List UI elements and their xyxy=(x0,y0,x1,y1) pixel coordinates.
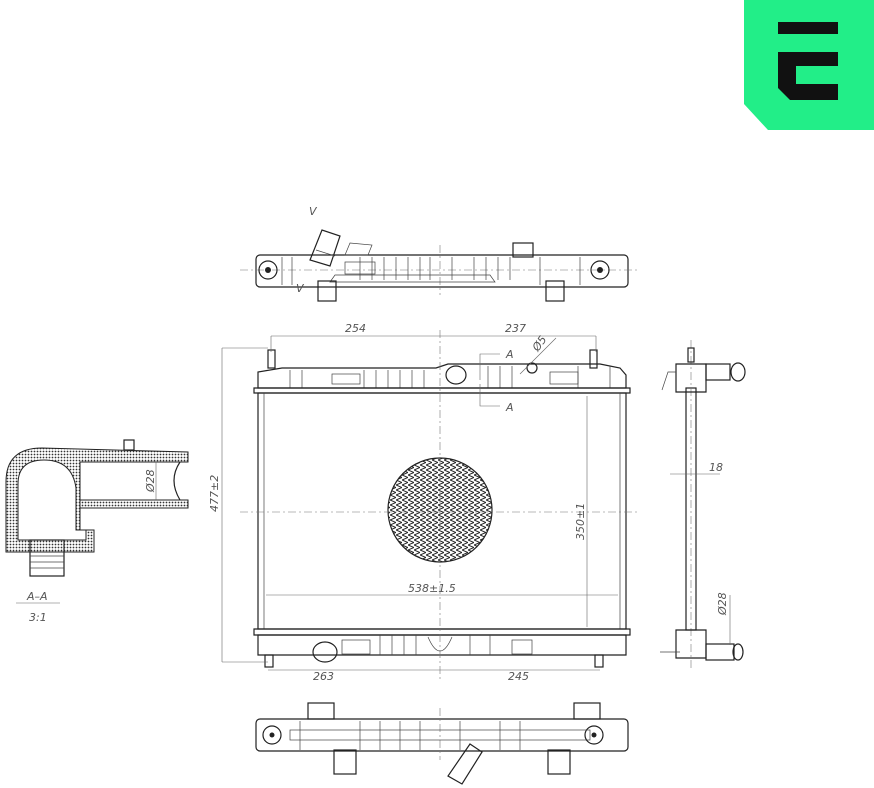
section-scale: 3:1 xyxy=(29,611,47,624)
dim-section-pipe-diameter: Ø28 xyxy=(144,469,157,493)
front-view: 254 237 Ø5 A A 477±2 350±1 538±1.5 263 2… xyxy=(208,322,640,683)
view-marker-top: V xyxy=(309,205,318,218)
section-marker-bottom: A xyxy=(505,401,514,414)
view-marker-bottom: V xyxy=(296,282,305,295)
bottom-view xyxy=(255,702,629,785)
section-marker-top: A xyxy=(505,348,514,361)
side-view: 18 Ø28 xyxy=(660,340,746,670)
dim-top-right-span: 237 xyxy=(505,322,526,335)
dim-cap-diameter: Ø5 xyxy=(529,333,549,354)
dim-bottom-right-span: 245 xyxy=(508,670,529,683)
dim-core-thickness: 18 xyxy=(709,461,723,474)
dim-top-left-span: 254 xyxy=(345,322,366,335)
top-view: V V xyxy=(240,205,640,302)
dim-overall-height: 477±2 xyxy=(208,475,221,512)
dim-core-height: 350±1 xyxy=(574,503,587,540)
brand-logo xyxy=(744,0,874,130)
section-a-a-view: Ø28 A–A 3:1 xyxy=(5,439,189,624)
dim-core-width: 538±1.5 xyxy=(408,582,456,595)
section-label: A–A xyxy=(26,590,48,603)
dim-outlet-diameter: Ø28 xyxy=(716,592,729,616)
dim-bottom-left-span: 263 xyxy=(313,670,334,683)
